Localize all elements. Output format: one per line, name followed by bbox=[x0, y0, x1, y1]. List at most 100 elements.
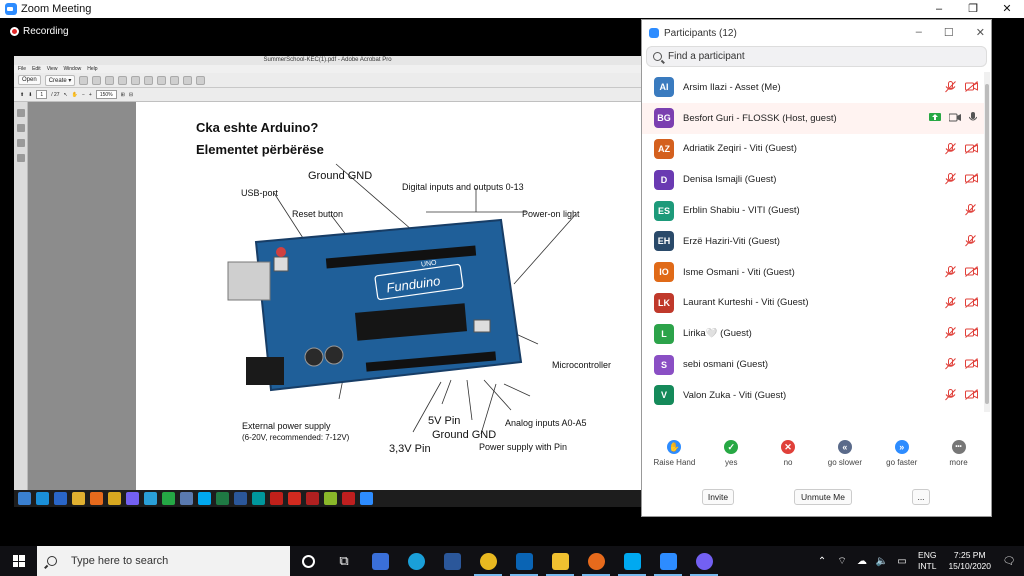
panel-maximize-button[interactable]: ☐ bbox=[943, 27, 954, 39]
go-faster-button[interactable]: » go faster bbox=[874, 440, 930, 476]
start-button[interactable] bbox=[0, 546, 37, 576]
participant-row[interactable]: S sebi osmani (Guest) bbox=[642, 349, 985, 380]
participant-search[interactable]: Find a participant bbox=[646, 46, 987, 67]
outlook-button[interactable] bbox=[506, 546, 542, 576]
menu-view[interactable]: View bbox=[46, 66, 58, 72]
volume-icon[interactable]: 🔈 bbox=[875, 555, 889, 567]
participant-row[interactable]: V Valon Zuka - Viti (Guest) bbox=[642, 380, 985, 411]
go-slower-button[interactable]: « go slower bbox=[817, 440, 873, 476]
mic-muted-icon bbox=[945, 265, 957, 278]
edit-icon[interactable] bbox=[118, 75, 128, 85]
viber-button[interactable] bbox=[686, 546, 722, 576]
fit-width-icon[interactable]: ⊟ bbox=[128, 91, 134, 98]
settings-icon[interactable] bbox=[144, 75, 154, 85]
onedrive-icon[interactable]: ☁ bbox=[857, 555, 868, 567]
language-indicator[interactable]: ENG INTL bbox=[918, 550, 936, 572]
menu-help[interactable]: Help bbox=[87, 66, 98, 72]
participant-row[interactable]: ES Erblin Shabiu - VITI (Guest) bbox=[642, 195, 985, 226]
zoom-in-icon[interactable]: + bbox=[88, 91, 92, 98]
menu-edit[interactable]: Edit bbox=[32, 66, 41, 72]
menu-file[interactable]: File bbox=[18, 66, 27, 72]
select-tool-icon[interactable]: ↖ bbox=[63, 91, 68, 98]
participant-row[interactable]: AZ Adriatik Zeqiri - Viti (Guest) bbox=[642, 134, 985, 165]
open-button[interactable]: Open bbox=[18, 75, 41, 85]
stamp-icon[interactable] bbox=[183, 75, 193, 85]
participant-row[interactable]: AI Arsim Ilazi - Asset (Me) bbox=[642, 72, 985, 103]
zoom-out-icon[interactable]: − bbox=[81, 91, 85, 98]
firefox-button[interactable] bbox=[578, 546, 614, 576]
shared-word-icon bbox=[234, 492, 247, 505]
store-button[interactable] bbox=[362, 546, 398, 576]
print-icon[interactable] bbox=[105, 75, 115, 85]
close-button[interactable]: ✕ bbox=[1002, 3, 1012, 15]
create-button[interactable]: Create ▾ bbox=[44, 74, 76, 86]
shared-explorer-icon bbox=[72, 492, 85, 505]
label-power-supply-with-pin: Power supply with Pin bbox=[479, 442, 568, 452]
invite-button[interactable]: Invite bbox=[702, 489, 734, 505]
mic-muted-icon bbox=[945, 173, 957, 185]
thumbnails-icon[interactable] bbox=[16, 109, 25, 117]
mic-on-icon bbox=[969, 111, 977, 121]
zoom-button[interactable] bbox=[650, 546, 686, 576]
scrollbar-thumb[interactable] bbox=[985, 84, 989, 404]
shared-app-icon bbox=[180, 492, 193, 505]
participant-row[interactable]: IO Isme Osmani - Viti (Guest) bbox=[642, 257, 985, 288]
taskbar-search-input[interactable]: Type here to search bbox=[71, 555, 169, 567]
search-input[interactable]: Find a participant bbox=[668, 51, 745, 62]
chrome-button[interactable] bbox=[470, 546, 506, 576]
raise-hand-button[interactable]: ✋ Raise Hand bbox=[646, 440, 702, 476]
menu-window[interactable]: Window bbox=[63, 66, 82, 72]
shared-excel-icon bbox=[216, 492, 229, 505]
task-view-button[interactable]: ⧉ bbox=[326, 546, 362, 576]
email-icon[interactable] bbox=[131, 75, 141, 85]
participant-name: Adriatik Zeqiri - Viti (Guest) bbox=[683, 143, 797, 155]
more-label: more bbox=[949, 458, 968, 467]
more-button[interactable]: ••• more bbox=[931, 440, 987, 476]
more-options-button[interactable]: ... bbox=[912, 489, 930, 505]
mic-muted-icon bbox=[945, 81, 957, 93]
attachments-icon[interactable] bbox=[16, 139, 25, 147]
highlight-icon[interactable] bbox=[170, 75, 180, 85]
zoom-level-select[interactable]: 150% bbox=[95, 90, 117, 99]
participant-row[interactable]: D Denisa Ismajli (Guest) bbox=[642, 164, 985, 195]
maximize-button[interactable]: ❐ bbox=[968, 3, 978, 15]
page-number-input[interactable]: 1 bbox=[36, 90, 48, 99]
chevron-up-icon[interactable]: ⌃ bbox=[817, 555, 827, 567]
arduino-board: Funduino UNO bbox=[227, 218, 523, 392]
word-button[interactable] bbox=[434, 546, 470, 576]
network-icon[interactable]: ⌔ bbox=[837, 555, 847, 567]
bookmarks-icon[interactable] bbox=[16, 124, 25, 132]
participant-row[interactable]: EH Erzë Haziri-Viti (Guest) bbox=[642, 226, 985, 257]
participant-row[interactable]: LK Laurant Kurteshi - Viti (Guest) bbox=[642, 288, 985, 319]
save-icon[interactable] bbox=[79, 75, 89, 85]
minimize-button[interactable]: – bbox=[935, 3, 943, 15]
notifications-icon[interactable]: 🗨 bbox=[1002, 555, 1016, 567]
no-button[interactable]: ✕ no bbox=[760, 440, 816, 476]
fit-page-icon[interactable]: ⊞ bbox=[120, 91, 125, 98]
participant-scrollbar[interactable] bbox=[984, 72, 990, 412]
edge-button[interactable] bbox=[398, 546, 434, 576]
skype-button[interactable] bbox=[614, 546, 650, 576]
hand-tool-icon[interactable]: ✋ bbox=[71, 91, 78, 98]
panel-minimize-button[interactable]: – bbox=[915, 26, 922, 38]
avatar: IO bbox=[654, 262, 674, 283]
comment-icon[interactable] bbox=[157, 75, 167, 85]
prev-page-icon[interactable]: ⬆ bbox=[20, 91, 25, 98]
panel-close-button[interactable]: ✕ bbox=[975, 27, 985, 39]
windows-taskbar: Type here to search ⧉ ⌃ ⌔ ☁ 🔈 ▭ ENG INTL… bbox=[0, 546, 1024, 576]
taskbar-search[interactable]: Type here to search bbox=[37, 546, 290, 576]
signature-icon[interactable] bbox=[16, 154, 25, 162]
next-page-icon[interactable]: ⬇ bbox=[28, 91, 33, 98]
attach-icon[interactable] bbox=[196, 75, 206, 85]
participant-row[interactable]: L Lirika🤍 (Guest) bbox=[642, 318, 985, 349]
file-explorer-button[interactable] bbox=[542, 546, 578, 576]
battery-icon[interactable]: ▭ bbox=[897, 555, 907, 567]
cortana-button[interactable] bbox=[290, 546, 326, 576]
upload-icon[interactable] bbox=[92, 75, 102, 85]
yes-button[interactable]: ✓ yes bbox=[703, 440, 759, 476]
shared-arduino-icon bbox=[252, 492, 265, 505]
clock[interactable]: 7:25 PM 15/10/2020 bbox=[948, 550, 991, 572]
participant-row[interactable]: BG Besfort Guri - FLOSSK (Host, guest) bbox=[642, 102, 985, 134]
recording-indicator[interactable]: Recording bbox=[10, 26, 69, 37]
unmute-me-button[interactable]: Unmute Me bbox=[794, 489, 852, 505]
